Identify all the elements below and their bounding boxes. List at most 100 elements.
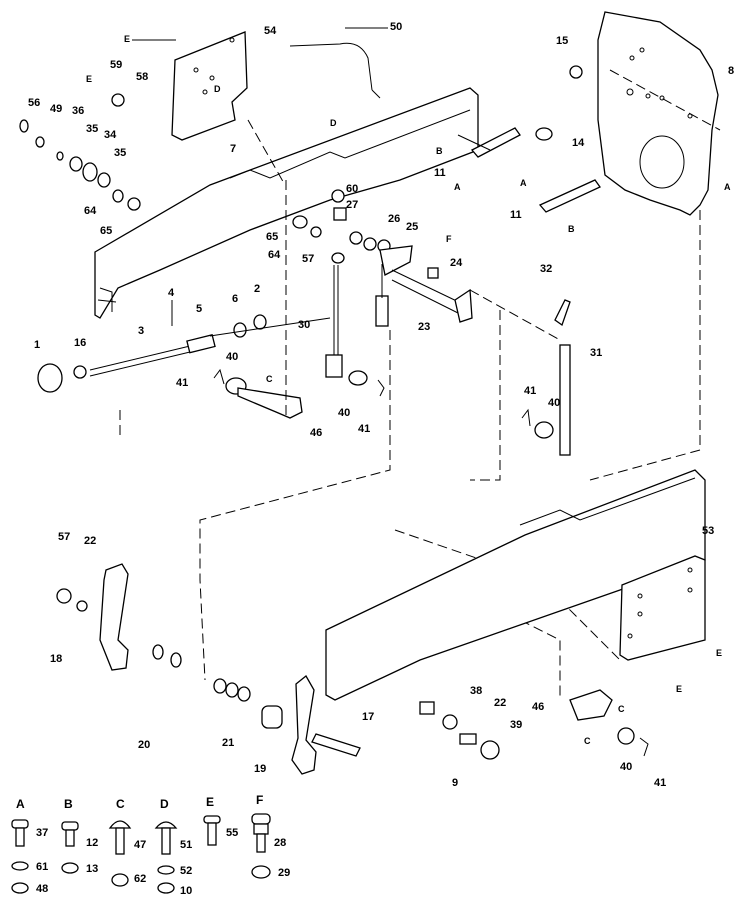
legend-d-bolt-num: 51 [180,839,192,851]
callout-46a: 46 [310,427,322,439]
rod-50 [289,27,388,99]
legend-d-letter: D [160,797,169,811]
legend-c-nut-icon [111,873,129,887]
legend-a-nut-num: 48 [36,883,48,895]
ref-b-2: B [568,224,575,234]
callout-64b: 64 [268,249,281,261]
legend-d-bolt-icon [154,821,178,855]
legend-a-bolt-num: 37 [36,827,48,839]
ref-a-1: A [454,182,461,192]
callout-38: 38 [470,685,482,697]
callout-49: 49 [50,103,62,115]
ref-a-2: A [520,178,527,188]
callout-40a: 40 [226,351,238,363]
legend-a-nut-icon [11,882,29,894]
callout-65b: 65 [266,231,278,243]
callout-30: 30 [298,319,310,331]
clips-and-brackets [213,368,554,439]
ref-e-1: E [124,34,130,44]
callout-3: 3 [138,325,144,337]
reference-letters: E E D D B A A B A F C E E C C [86,34,731,746]
legend-b-nut-icon [61,862,79,874]
lever-19 [291,675,361,775]
callout-60: 60 [346,183,358,195]
callout-35a: 35 [86,123,98,135]
callout-24: 24 [450,257,463,269]
callout-56: 56 [28,97,40,109]
callout-17: 17 [362,711,374,723]
bracket-54 [132,31,248,141]
callout-31: 31 [590,347,602,359]
hardware-stack-left [19,93,141,211]
legend-a-bolt-icon [11,819,29,847]
callout-15: 15 [556,35,568,47]
spacer-21 [261,705,283,729]
legend-c-letter: C [116,797,125,811]
callout-59: 59 [110,59,122,71]
callouts: 54 50 15 8 59 58 56 49 36 35 34 35 64 65… [28,21,734,789]
legend-d-nut-num: 10 [180,885,192,897]
ref-c-2: C [618,704,625,714]
callout-53: 53 [702,525,714,537]
legend-e-bolt-num: 55 [226,827,238,839]
legend-f-nut-num: 29 [278,867,290,879]
legend-c-nut-num: 62 [134,873,146,885]
callout-34: 34 [104,129,117,141]
callout-64a: 64 [84,205,97,217]
hardware-legend: A 37 61 48 B 12 13 C 47 62 D [11,793,290,897]
legend-d-nut-icon [157,882,175,894]
bushing-15 [569,65,583,79]
ref-e-2: E [86,74,92,84]
callout-14: 14 [572,137,585,149]
legend-d-washer-icon [157,865,175,875]
ref-b-1: B [436,146,443,156]
ref-e-4: E [676,684,682,694]
ref-f: F [446,234,452,244]
callout-27: 27 [346,199,358,211]
legend-a-washer-icon [11,861,29,871]
callout-57b: 57 [58,531,70,543]
pivot-cluster [292,189,439,279]
lower-right-hardware [419,689,649,760]
ref-c-1: C [266,374,273,384]
washer-stack-20 [152,644,251,702]
lever-11-lower [538,179,601,213]
legend-a-washer-num: 61 [36,861,48,873]
callout-1: 1 [34,339,40,351]
callout-41a: 41 [176,377,188,389]
ref-c-3: C [584,736,591,746]
legend-e-letter: E [206,795,214,809]
callout-40b: 40 [548,397,560,409]
callout-5: 5 [196,303,202,315]
callout-11a: 11 [434,167,446,179]
legend-b-nut-num: 13 [86,863,98,875]
callout-19: 19 [254,763,266,775]
callout-35b: 35 [114,147,126,159]
callout-32: 32 [540,263,552,275]
ref-d-2: D [330,118,337,128]
callout-20: 20 [138,739,150,751]
link-rods [325,264,571,456]
ref-a-3: A [724,182,731,192]
legend-e-bolt-icon [203,815,221,846]
side-plate-8 [597,11,721,216]
callout-22a: 22 [84,535,96,547]
callout-41b: 41 [524,385,536,397]
lower-frame-rail [325,469,706,701]
cable-assembly [37,300,331,393]
grommet-14 [535,127,553,141]
legend-b-bolt-icon [61,821,79,847]
callout-16: 16 [74,337,86,349]
legend-a-letter: A [16,797,25,811]
legend-f-nut-icon [251,865,271,879]
callout-41c: 41 [358,423,370,435]
callout-23: 23 [418,321,430,333]
callout-6: 6 [232,293,238,305]
callout-39: 39 [510,719,522,731]
legend-b-letter: B [64,797,73,811]
callout-18: 18 [50,653,62,665]
callout-8: 8 [728,65,734,77]
legend-f-bolt-icon [251,813,271,853]
